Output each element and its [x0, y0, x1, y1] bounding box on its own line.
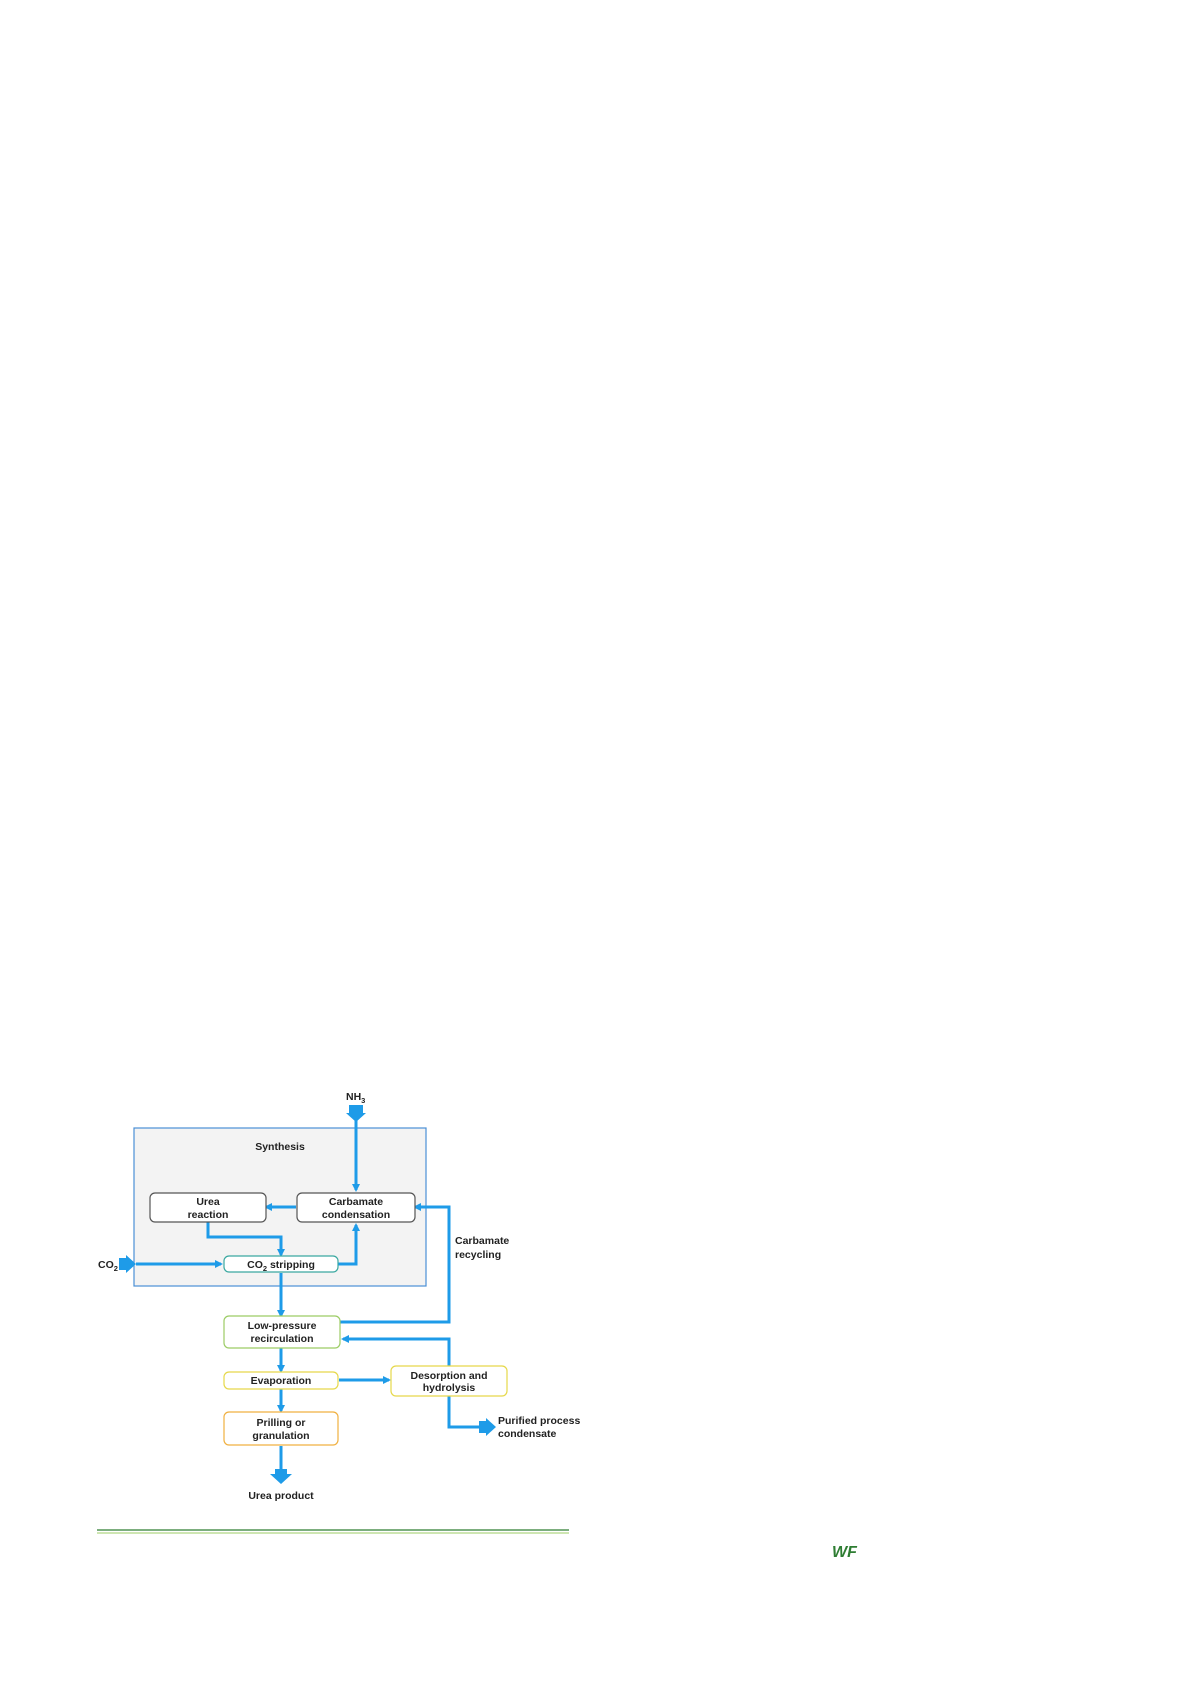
- co2-inlet-label: CO2: [98, 1259, 118, 1273]
- svg-text:Desorption and: Desorption and: [410, 1370, 487, 1382]
- co2-stripping-box: CO2 stripping: [223, 1255, 339, 1273]
- co2-inlet-arrowhead: [119, 1255, 136, 1273]
- svg-text:Urea: Urea: [196, 1196, 220, 1208]
- svg-text:Carbamate: Carbamate: [329, 1196, 383, 1208]
- svg-text:reaction: reaction: [188, 1209, 229, 1221]
- product-outlet-arrowhead: [270, 1469, 292, 1484]
- low-pressure-recirculation-box: Low-pressure recirculation: [223, 1315, 341, 1349]
- synthesis-title: Synthesis: [255, 1141, 305, 1153]
- flow-desorption-to-lp: [341, 1335, 451, 1375]
- flow-reaction-to-stripping: [206, 1222, 285, 1257]
- purified-condensate-label: Purified process: [498, 1415, 580, 1427]
- svg-text:Evaporation: Evaporation: [251, 1375, 312, 1387]
- carbamate-condensation-box: Carbamate condensation: [296, 1192, 416, 1223]
- svg-text:condensation: condensation: [322, 1209, 390, 1221]
- flow-carbamate-recycling: [339, 1203, 451, 1324]
- purified-condensate-label-2: condensate: [498, 1428, 557, 1440]
- nh3-label: NH3: [346, 1091, 365, 1105]
- svg-text:granulation: granulation: [252, 1430, 309, 1442]
- carbamate-recycling-label: Carbamate: [455, 1235, 509, 1247]
- svg-text:Prilling or: Prilling or: [256, 1417, 305, 1429]
- evaporation-box: Evaporation: [223, 1371, 339, 1390]
- nh3-inlet-arrowhead: [346, 1105, 366, 1122]
- carbamate-recycling-label-2: recycling: [455, 1249, 501, 1261]
- wf-logo: WF: [832, 1544, 858, 1561]
- svg-text:recirculation: recirculation: [250, 1333, 313, 1345]
- flow-stripping-to-condensation: [337, 1223, 360, 1266]
- svg-text:Low-pressure: Low-pressure: [248, 1320, 317, 1332]
- prilling-granulation-box: Prilling or granulation: [223, 1411, 339, 1446]
- flow-desorption-to-condensate: [447, 1396, 481, 1429]
- desorption-hydrolysis-box: Desorption and hydrolysis: [390, 1365, 508, 1397]
- condensate-outlet-arrowhead: [479, 1418, 496, 1436]
- svg-text:CO2 stripping: CO2 stripping: [247, 1259, 315, 1273]
- urea-reaction-box: Urea reaction: [149, 1192, 267, 1223]
- svg-text:hydrolysis: hydrolysis: [423, 1382, 476, 1394]
- urea-product-label: Urea product: [248, 1490, 314, 1502]
